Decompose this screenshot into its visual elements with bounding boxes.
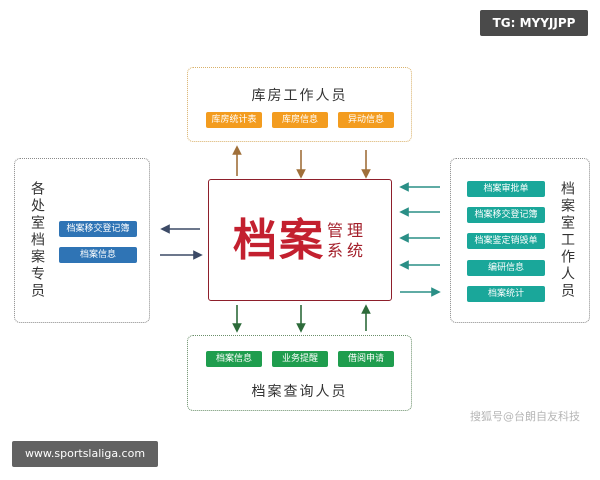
watermark-text: 搜狐号@台朗自友科技 — [470, 410, 580, 423]
bottom-chip-archive-info: 档案信息 — [206, 351, 262, 367]
right-chip-transfer-register: 档案移交登记簿 — [467, 207, 545, 223]
right-group-title: 档案室工作人员 — [559, 181, 575, 300]
center-title-big: 档案 — [233, 215, 325, 266]
right-chip-research-info: 编研信息 — [467, 260, 545, 276]
bottom-group-box: 档案信息 业务提醒 借阅申请 档案查询人员 — [187, 335, 412, 411]
left-group-title: 各处室档案专员 — [29, 181, 45, 300]
badge-top-right: TG: MYYJJPP — [480, 10, 588, 36]
badge-bottom-left: www.sportslaliga.com — [12, 441, 158, 467]
left-chip-archive-info: 档案信息 — [59, 247, 137, 263]
right-chip-approval-form: 档案审批单 — [467, 181, 545, 197]
left-group-box: 各处室档案专员 档案移交登记簿 档案信息 — [14, 158, 150, 323]
bottom-chip-borrow-request: 借阅申请 — [338, 351, 394, 367]
top-chip-storage-info: 库房信息 — [272, 112, 328, 128]
bottom-chip-business-reminder: 业务提醒 — [272, 351, 328, 367]
left-chip-transfer-register: 档案移交登记簿 — [59, 221, 137, 237]
center-system-box: 档案 管理 系统 — [208, 179, 392, 301]
center-title-small-1: 管理 — [327, 221, 368, 240]
top-group-box: 库房工作人员 库房统计表 库房信息 异动信息 — [187, 67, 412, 142]
top-chip-storage-stats: 库房统计表 — [206, 112, 262, 128]
right-group-box: 档案审批单 档案移交登记簿 档案鉴定销毁单 编研信息 档案统计 档案室工作人员 — [450, 158, 590, 323]
center-title-small-2: 系统 — [327, 241, 368, 260]
top-chip-change-info: 异动信息 — [338, 112, 394, 128]
bottom-group-title: 档案查询人员 — [251, 384, 348, 400]
right-chip-appraisal-destroy: 档案鉴定销毁单 — [467, 233, 545, 249]
top-group-title: 库房工作人员 — [251, 88, 348, 104]
right-chip-archive-stats: 档案统计 — [467, 286, 545, 302]
